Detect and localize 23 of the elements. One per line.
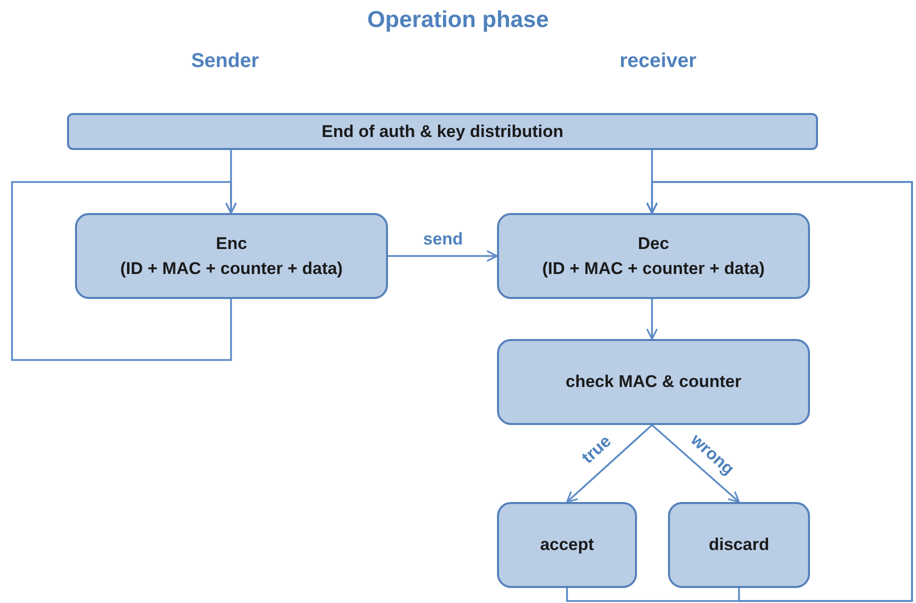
arrow xyxy=(651,424,740,503)
process-box xyxy=(75,213,388,299)
column-heading: receiver xyxy=(620,50,696,73)
node-text: accept xyxy=(540,534,594,556)
node-text: End of auth & key distribution xyxy=(322,120,564,143)
node-text: (ID + MAC + counter + data) xyxy=(542,258,765,280)
phase-bar xyxy=(67,113,818,150)
diagram-title: Operation phase xyxy=(367,6,549,33)
node-text: Enc xyxy=(216,232,248,254)
process-box xyxy=(497,213,810,299)
arrow xyxy=(566,424,653,503)
node-text: (ID + MAC + counter + data) xyxy=(120,258,343,280)
node-text: discard xyxy=(708,534,770,556)
arrow xyxy=(11,181,237,361)
process-box xyxy=(668,502,810,588)
arrow xyxy=(646,181,913,602)
column-heading: Sender xyxy=(191,50,259,73)
arrow xyxy=(646,299,658,340)
node-text: check MAC & counter xyxy=(566,371,742,394)
process-box xyxy=(497,339,810,425)
process-box xyxy=(497,502,637,588)
node-text: Dec xyxy=(638,232,670,254)
arrow xyxy=(388,250,498,262)
